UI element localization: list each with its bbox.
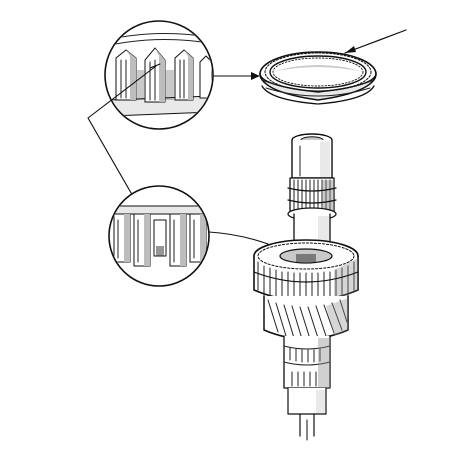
synchro-ring: [259, 51, 377, 105]
detail-view-lower: [108, 185, 210, 287]
arrowhead-detail-to-ring: [251, 72, 260, 80]
gear-shaft-assembly: [253, 133, 359, 441]
leader-line-lower-to-hub: [208, 231, 269, 245]
detail-view-upper: [104, 20, 214, 130]
leader-line-ring: [344, 29, 407, 54]
arrowhead-ring: [345, 46, 356, 53]
